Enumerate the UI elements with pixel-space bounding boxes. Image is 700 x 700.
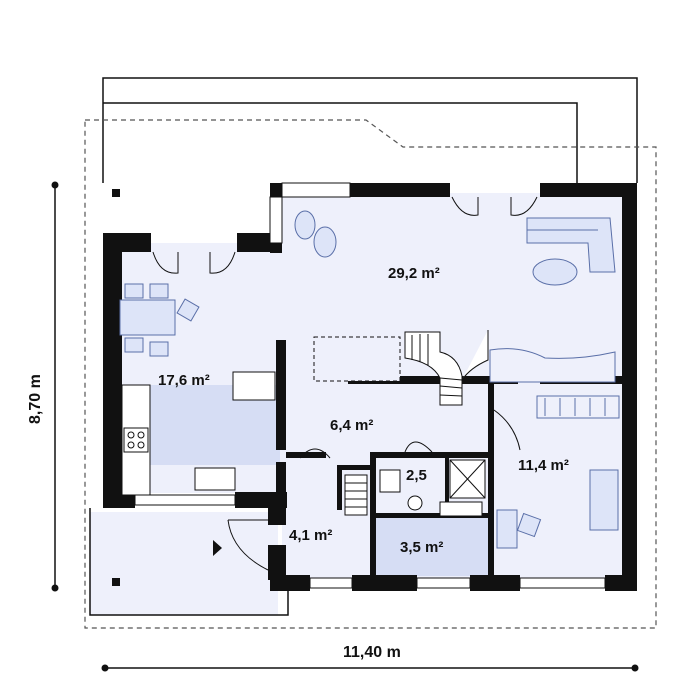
column-marker	[112, 189, 120, 197]
round-table	[532, 258, 578, 286]
height-label: 8,70 m	[27, 374, 44, 424]
porch-outline	[89, 508, 289, 616]
width-label: 11,40 m	[343, 644, 401, 661]
entrance-arrow-icon	[213, 540, 222, 556]
fridge	[232, 371, 276, 401]
bedroom-sofa	[589, 469, 619, 531]
room-area-hall: 6,4 m²	[330, 417, 373, 434]
column-marker	[112, 578, 120, 586]
furniture	[119, 210, 620, 549]
height-dimension: 8,70 m	[27, 181, 59, 592]
staircase	[313, 330, 489, 406]
width-dimension: 11,40 m	[101, 644, 639, 672]
room-area-kitchen: 17,6 m²	[158, 372, 210, 389]
coffee-table	[294, 210, 316, 240]
closet-shelves	[344, 474, 368, 516]
washbasin	[407, 495, 423, 511]
dining-table	[119, 299, 176, 336]
room-area-bathroom: 3,5 m²	[400, 539, 443, 556]
wardrobe	[536, 395, 620, 419]
toilet	[379, 469, 401, 493]
windows	[134, 182, 606, 589]
bathroom-highlight	[375, 518, 488, 576]
room-area-living: 29,2 m²	[388, 265, 440, 282]
kitchen-sink	[194, 467, 236, 491]
room-area-bedroom: 11,4 m²	[518, 457, 569, 474]
roof-outline	[102, 77, 638, 183]
dashed-overhang-outline	[84, 119, 657, 629]
room-area-wc: 2,5	[406, 467, 427, 484]
room-area-entry: 4,1 m²	[289, 527, 332, 544]
corner-sofa	[526, 217, 616, 273]
bathtub	[439, 501, 483, 517]
desk	[496, 509, 518, 549]
doors	[152, 196, 538, 571]
stove	[123, 427, 149, 453]
